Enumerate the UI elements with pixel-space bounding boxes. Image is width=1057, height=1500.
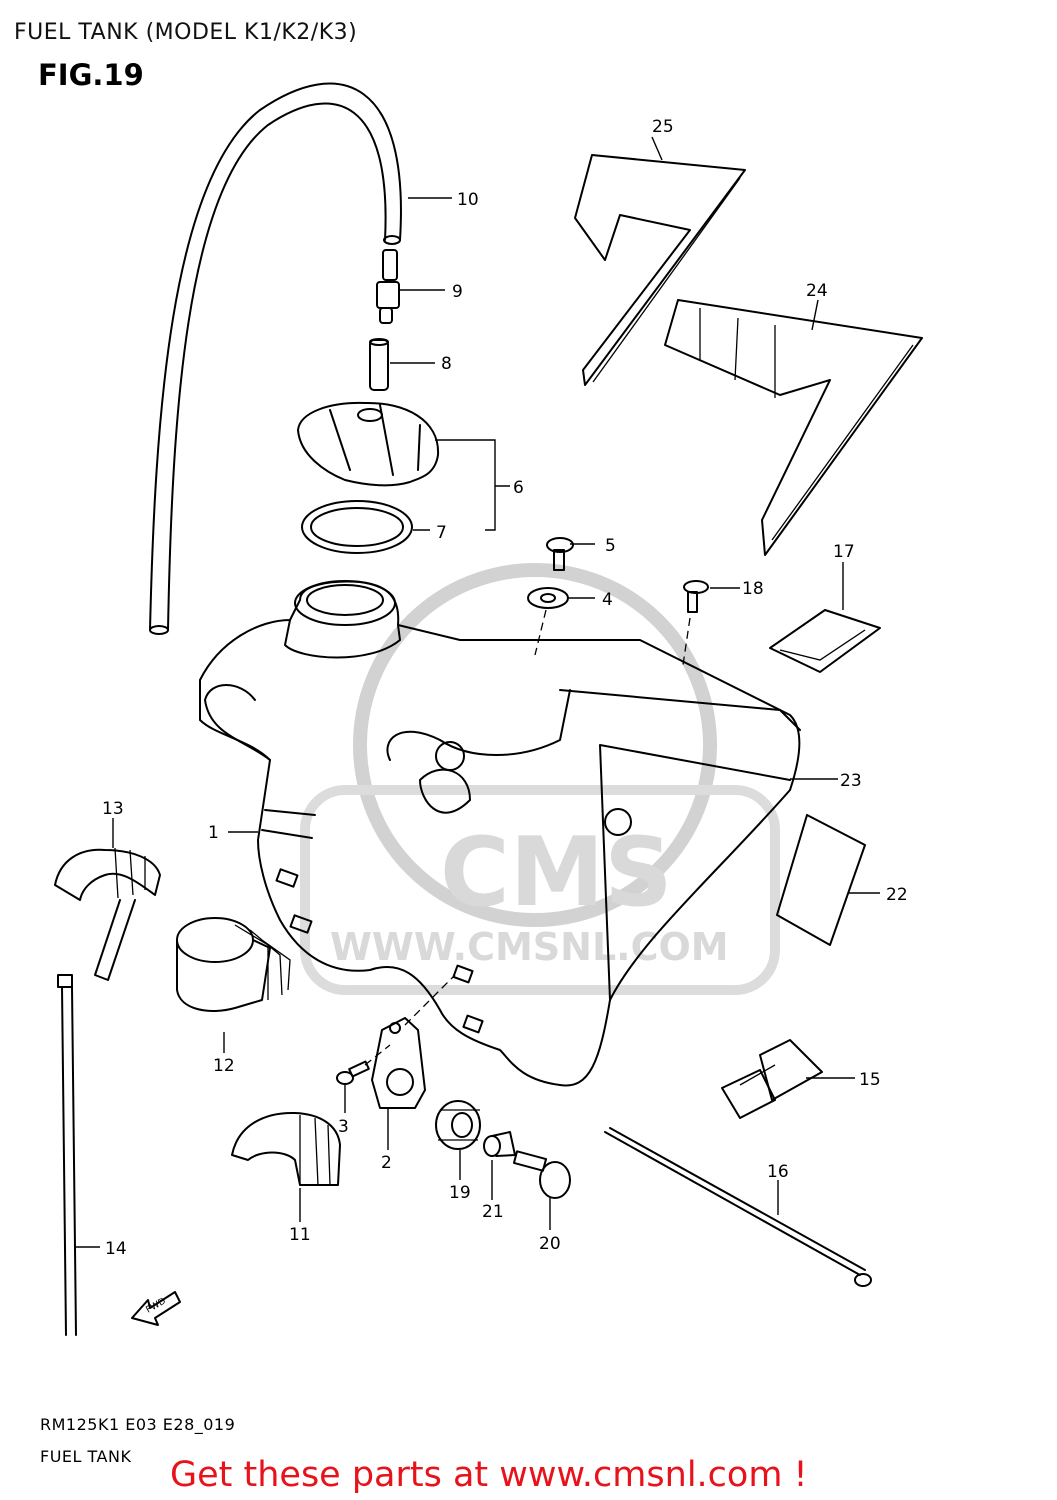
callout-24: 24 [806, 281, 828, 301]
part-15-cushion [721, 1039, 823, 1119]
callout-10: 10 [457, 190, 479, 210]
watermark: CMS WWW.CMSNL.COM [300, 563, 780, 995]
part-5-bolt [546, 537, 574, 571]
figure-number: FIG.19 [38, 58, 144, 92]
part-13-clamp [54, 847, 161, 981]
part-12-damper [176, 917, 291, 1012]
callout-8: 8 [441, 354, 452, 374]
part-24-shroud [664, 299, 923, 556]
shop-link-banner[interactable]: Get these parts at www.cmsnl.com ! [170, 1455, 808, 1495]
callout-20: 20 [539, 1234, 561, 1254]
part-1-fuel-tank [199, 580, 801, 1087]
callout-12: 12 [213, 1056, 235, 1076]
part-20-bolt [512, 1150, 571, 1199]
callout-9: 9 [452, 282, 463, 302]
part-2-bracket [371, 1017, 426, 1109]
part-22-pad [776, 814, 866, 946]
part-9-valve [376, 249, 400, 324]
part-6-fuel-cap [297, 401, 440, 487]
part-16-cable-tie [604, 1127, 872, 1287]
callout-5: 5 [605, 536, 616, 556]
diagram-caption: FUEL TANK [40, 1447, 132, 1466]
part-19-grommet [435, 1100, 481, 1150]
part-4-washer [527, 587, 569, 609]
part-17-strap [769, 609, 881, 673]
callout-2: 2 [381, 1153, 392, 1173]
callout-15: 15 [859, 1070, 881, 1090]
forward-direction-arrow-icon: FWD [131, 1291, 181, 1326]
callout-19: 19 [449, 1183, 471, 1203]
part-18-bolt [683, 580, 709, 613]
part-3-screw [336, 1060, 370, 1085]
part-11-clamp [231, 1111, 341, 1186]
diagram-title: FUEL TANK (MODEL K1/K2/K3) [14, 20, 358, 45]
part-8-pipe [369, 338, 389, 391]
part-21-collar [483, 1131, 516, 1157]
part-25-shroud [574, 154, 746, 386]
callout-25: 25 [652, 117, 674, 137]
diagram-code: RM125K1 E03 E28_019 [40, 1415, 236, 1434]
callout-1: 1 [208, 823, 219, 843]
part-14-tie [57, 974, 77, 1336]
callout-13: 13 [102, 799, 124, 819]
callout-21: 21 [482, 1202, 504, 1222]
callout-18: 18 [742, 579, 764, 599]
callout-3: 3 [338, 1117, 349, 1137]
callout-11: 11 [289, 1225, 311, 1245]
part-10-breather-hose [149, 82, 402, 631]
callout-16: 16 [767, 1162, 789, 1182]
callout-22: 22 [886, 885, 908, 905]
callout-7: 7 [436, 523, 447, 543]
part-7-gasket [301, 500, 413, 554]
callout-23: 23 [840, 771, 862, 791]
callout-4: 4 [602, 590, 613, 610]
watermark-logo-text: CMS [440, 818, 673, 928]
callout-14: 14 [105, 1239, 127, 1259]
callout-17: 17 [833, 542, 855, 562]
callout-6: 6 [513, 478, 524, 498]
watermark-url-text: WWW.CMSNL.COM [330, 925, 729, 969]
